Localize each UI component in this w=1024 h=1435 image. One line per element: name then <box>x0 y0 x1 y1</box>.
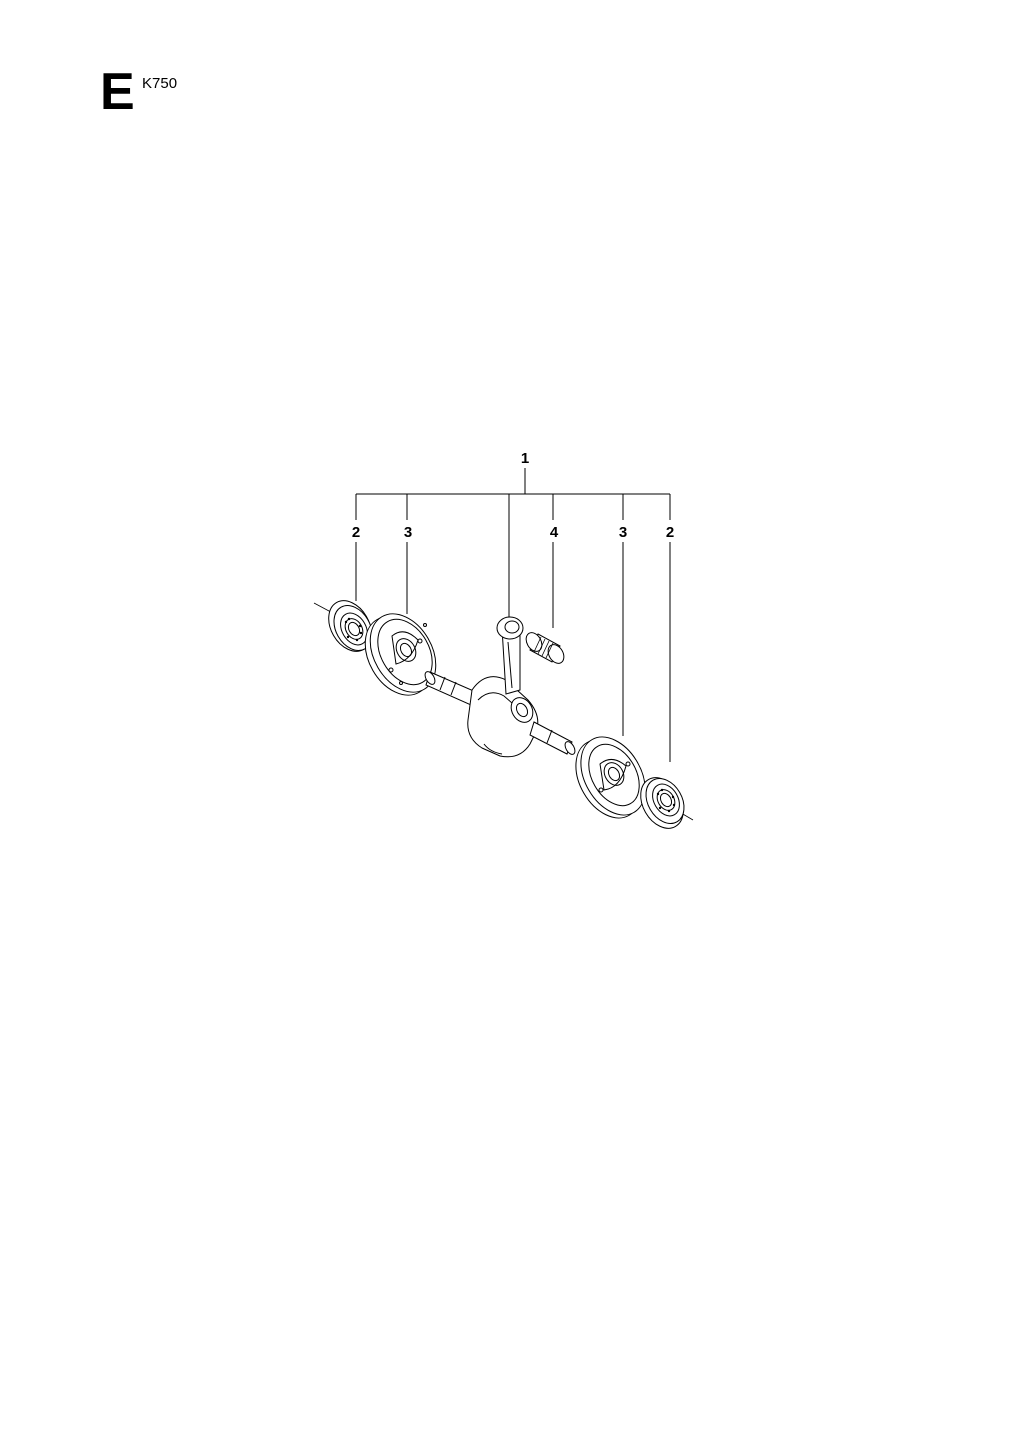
callout-bearing-right: 2 <box>666 524 674 541</box>
callout-leader-lines <box>355 468 671 762</box>
crank-web-right <box>575 736 646 819</box>
callout-needle-bearing: 4 <box>550 524 559 541</box>
callout-assembly: 1 <box>521 450 529 467</box>
callout-crank-web-left: 3 <box>404 524 412 541</box>
connecting-rod <box>496 616 524 695</box>
model-label: K750 <box>142 75 178 92</box>
section-letter: E <box>100 63 135 121</box>
bearing-right <box>640 777 685 829</box>
shaft-right <box>529 721 576 755</box>
crank-web-left <box>364 613 437 696</box>
shaft-left <box>424 671 477 706</box>
crankshaft <box>467 676 539 758</box>
callout-bearing-left: 2 <box>352 524 360 541</box>
bearing-left <box>328 600 373 652</box>
needle-bearing <box>525 632 565 664</box>
callout-crank-web-right: 3 <box>619 524 627 541</box>
